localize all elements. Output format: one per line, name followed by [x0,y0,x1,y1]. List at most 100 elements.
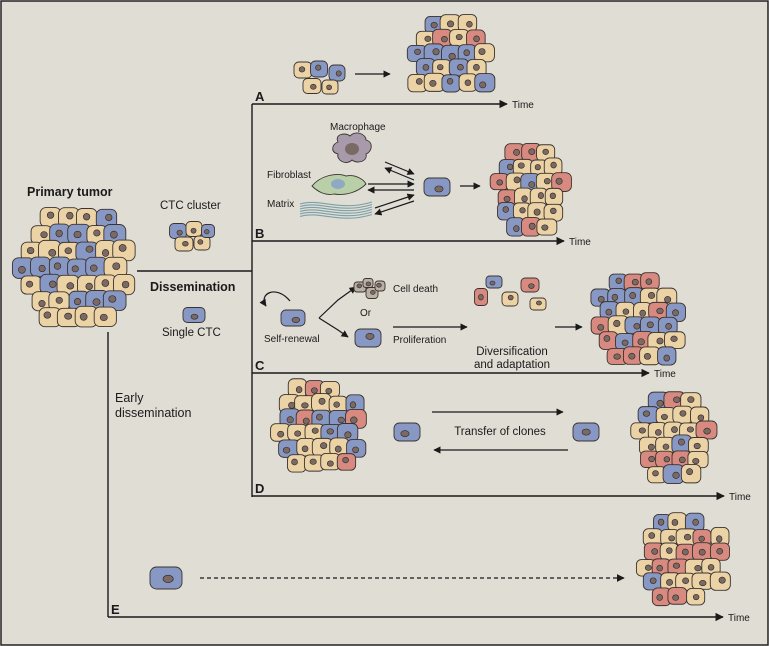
panel-label-c: C [255,358,265,373]
label-diversification-1: Diversification [476,346,548,358]
tumor-cell [688,437,709,455]
tumor-cell [640,450,660,468]
tumor-cell [441,74,461,93]
label-early-1: Early [115,391,144,405]
tumor-cell [608,273,628,292]
tumor-cell [287,423,308,441]
tumor-cell [67,258,89,278]
panel-label-b: B [255,226,264,241]
tumor-cell [75,208,98,229]
tumor-cell [675,543,696,563]
cell [182,307,206,323]
tumor-cell [680,463,702,484]
tumor-cell [320,452,341,471]
tumor-cell [48,256,71,277]
tumor-cell [692,529,712,547]
tumor-cell [287,454,307,473]
cell [201,224,215,238]
cell [169,223,187,239]
cell [485,275,503,289]
tumor-cell [675,528,698,547]
tumor-cell [489,173,510,191]
tumor-cell [691,572,714,590]
tumor-cell [622,346,644,365]
tumor-cell [599,301,620,320]
time-label-d: Time [729,492,751,503]
arrow-macrophage-to-ctc [384,161,415,175]
cell [520,277,540,293]
cell-drawings [11,14,731,607]
label-primary-tumor: Primary tumor [27,185,113,199]
cell [310,60,328,78]
cell [423,177,451,197]
macrophage-cell [332,132,372,163]
label-matrix: Matrix [267,199,294,210]
time-label-a: Time [512,100,534,111]
cell [185,221,203,237]
tumor-cell [643,542,665,561]
tumor-cell [687,451,709,469]
tumor-cell [458,73,478,92]
tumor-cell [642,572,663,591]
cell [174,236,194,252]
metastasis-b [489,143,572,237]
tumor-cell [423,72,446,92]
label-ctc-cluster: CTC cluster [160,200,221,212]
tumor-cell [77,274,100,296]
tumor-cell [684,512,705,533]
tumor-cell [544,187,564,206]
label-cell-death: Cell death [393,284,438,295]
proliferating-cell [354,328,382,348]
tumor-cell [615,333,636,351]
fibroblast-cell [311,174,367,195]
tumor-cell [637,406,660,424]
tumor-cell [432,59,452,77]
single-ctc [182,307,206,323]
tumor-cell [457,14,478,33]
arrow-matrix-to-ctc [374,193,415,209]
process-arrows [259,70,583,454]
self-renewal-cell [280,309,306,327]
cell [474,288,488,306]
cell [354,328,382,348]
cell [572,422,600,442]
tumor-cell [311,393,332,413]
tumor-cell [639,346,661,366]
tumor-cell [113,273,136,296]
tumor-cell [303,454,325,472]
time-label-e: Time [728,613,750,624]
tumor-cell [406,44,428,62]
label-single-ctc: Single CTC [162,327,221,339]
tumor-cell [590,316,612,335]
label-dissemination: Dissemination [150,280,235,294]
tumor-cell [38,307,62,328]
label-fibroblast: Fibroblast [267,170,311,181]
tumor-d-left [270,378,367,473]
tumor-cell [642,528,663,547]
cell [280,309,306,327]
label-macrophage: Macrophage [330,122,386,133]
ctc-d-left [393,422,421,442]
tumor-cell [439,14,462,34]
tumor-cell [103,256,128,278]
panel-label-d: D [255,481,264,496]
tumor-cell [345,394,365,414]
tumor-cell [93,306,117,328]
cell [501,291,519,307]
tumor-cell [701,558,721,576]
tumor-cell [657,346,677,366]
metastasis-e [635,512,731,607]
tumor-cell [346,439,367,458]
cell [193,235,211,251]
cell [328,64,346,82]
panel-label-e: E [111,602,120,617]
cluster-a [293,60,346,95]
tumor-cell [667,587,688,605]
arrow-ctc-to-matrix [374,200,415,216]
arrow-ctc-to-macrophage [384,167,415,181]
tumor-cell [466,58,487,79]
diverse-cells [474,275,547,311]
tumor-cell [506,217,525,237]
tumor-cell [640,272,660,291]
